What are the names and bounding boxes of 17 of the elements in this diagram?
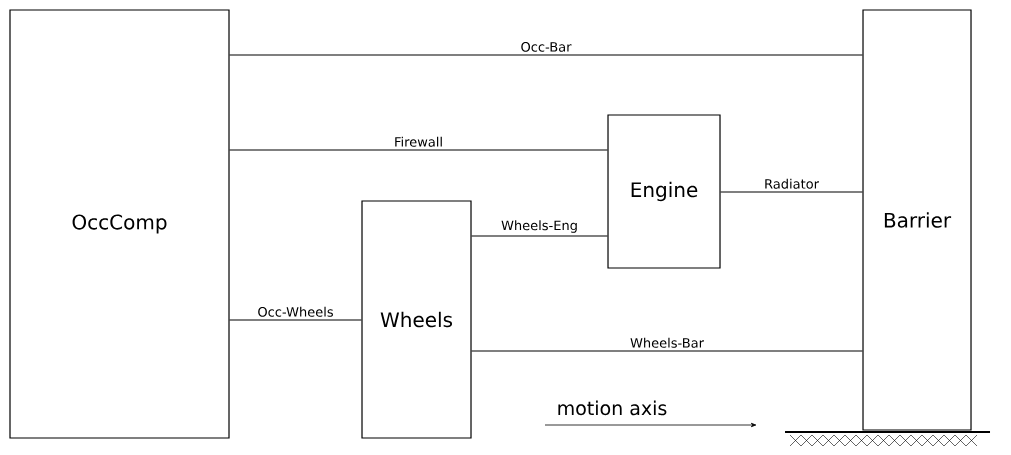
connector-line <box>471 350 863 352</box>
edge-label: Radiator <box>762 176 821 191</box>
connector-line <box>720 191 863 193</box>
edge-label: Occ-Bar <box>518 39 574 54</box>
axis-label: motion axis <box>558 400 667 416</box>
component-box: Engine <box>607 114 721 269</box>
edge-label: Occ-Wheels <box>255 304 336 319</box>
component-box: OccComp <box>9 9 230 439</box>
connector-line <box>229 319 362 321</box>
edge-label: Firewall <box>392 134 445 149</box>
connector-line <box>229 149 608 151</box>
component-box: Wheels <box>361 200 472 439</box>
connector-line <box>471 235 608 237</box>
edge-label: Wheels-Eng <box>499 218 580 235</box>
connector-line <box>229 54 863 56</box>
edge-label: Wheels-Bar <box>628 335 706 350</box>
component-box: Barrier <box>862 9 972 431</box>
